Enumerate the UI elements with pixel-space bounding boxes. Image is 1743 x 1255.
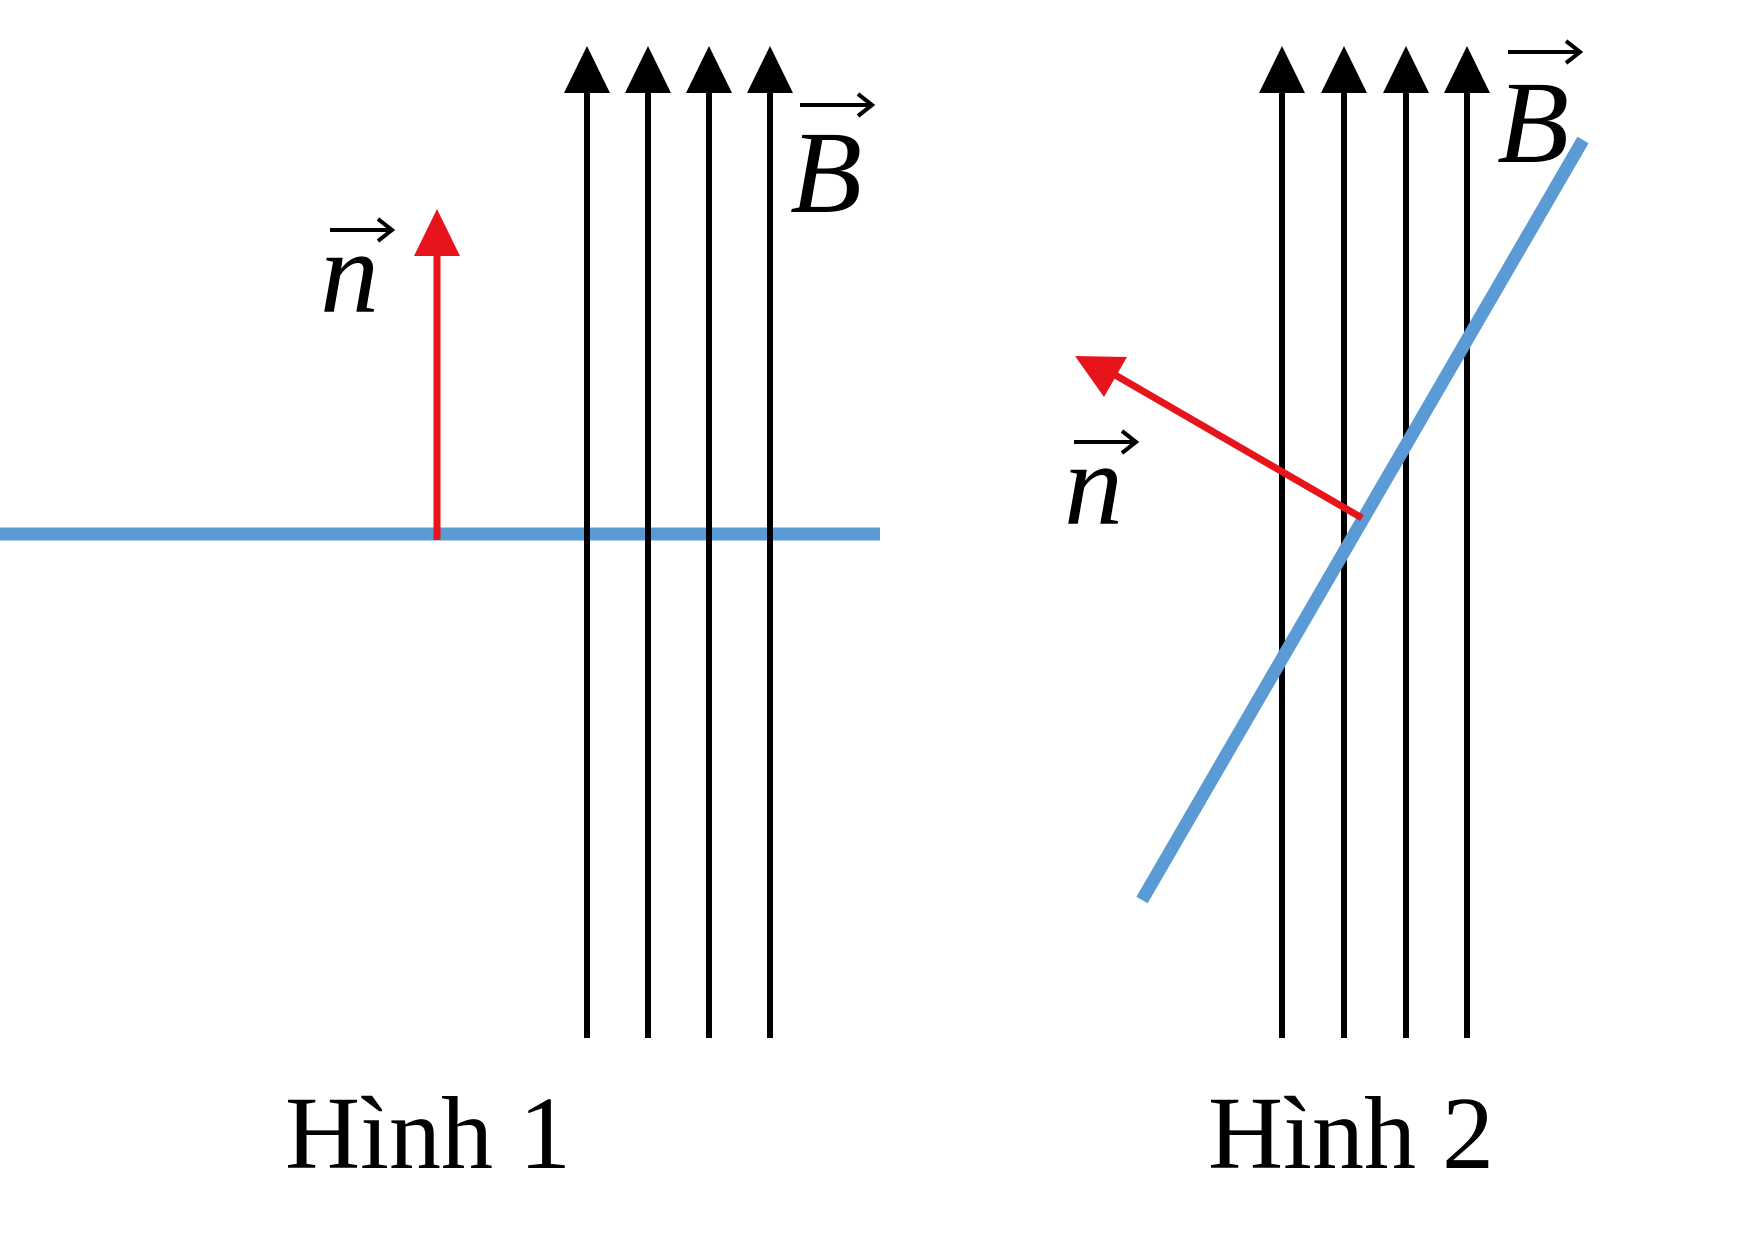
vector-arrow-icon (1120, 429, 1140, 455)
figure-caption: Hình 2 (1208, 1076, 1494, 1191)
normal-vector-arrowhead (1075, 356, 1127, 397)
field-lines (584, 86, 773, 1038)
field-arrowheads (564, 46, 793, 93)
field-arrowheads (1259, 46, 1490, 93)
arrowhead (564, 46, 610, 93)
arrowhead (686, 46, 732, 93)
arrowhead (625, 46, 671, 93)
normal-label: n (1064, 419, 1140, 550)
normal-label-text: n (1064, 419, 1123, 550)
normal-vector-shaft (1108, 368, 1364, 522)
arrowhead (747, 46, 793, 93)
arrowhead (1444, 46, 1490, 93)
field-label: B (790, 92, 876, 238)
field-lines (1279, 86, 1470, 1038)
field-label-text: B (1497, 57, 1569, 188)
normal-vector-arrowhead (414, 209, 460, 256)
field-label-text: B (790, 107, 862, 238)
arrowhead (1383, 46, 1429, 93)
normal-vector (1075, 356, 1364, 522)
figure-2: n B Hình 2 (1064, 39, 1589, 1191)
surface-line (1136, 136, 1589, 904)
vector-arrow-icon (856, 92, 876, 118)
field-label: B (1497, 39, 1584, 188)
figure-caption: Hình 1 (285, 1076, 571, 1191)
arrowhead (1321, 46, 1367, 93)
arrowhead (1259, 46, 1305, 93)
normal-label: n (320, 207, 396, 338)
vector-arrow-icon (376, 217, 396, 243)
figure-1: n B Hình 1 (0, 46, 880, 1191)
normal-vector (414, 209, 460, 540)
vector-arrow-icon (1564, 39, 1584, 65)
normal-label-text: n (320, 207, 379, 338)
